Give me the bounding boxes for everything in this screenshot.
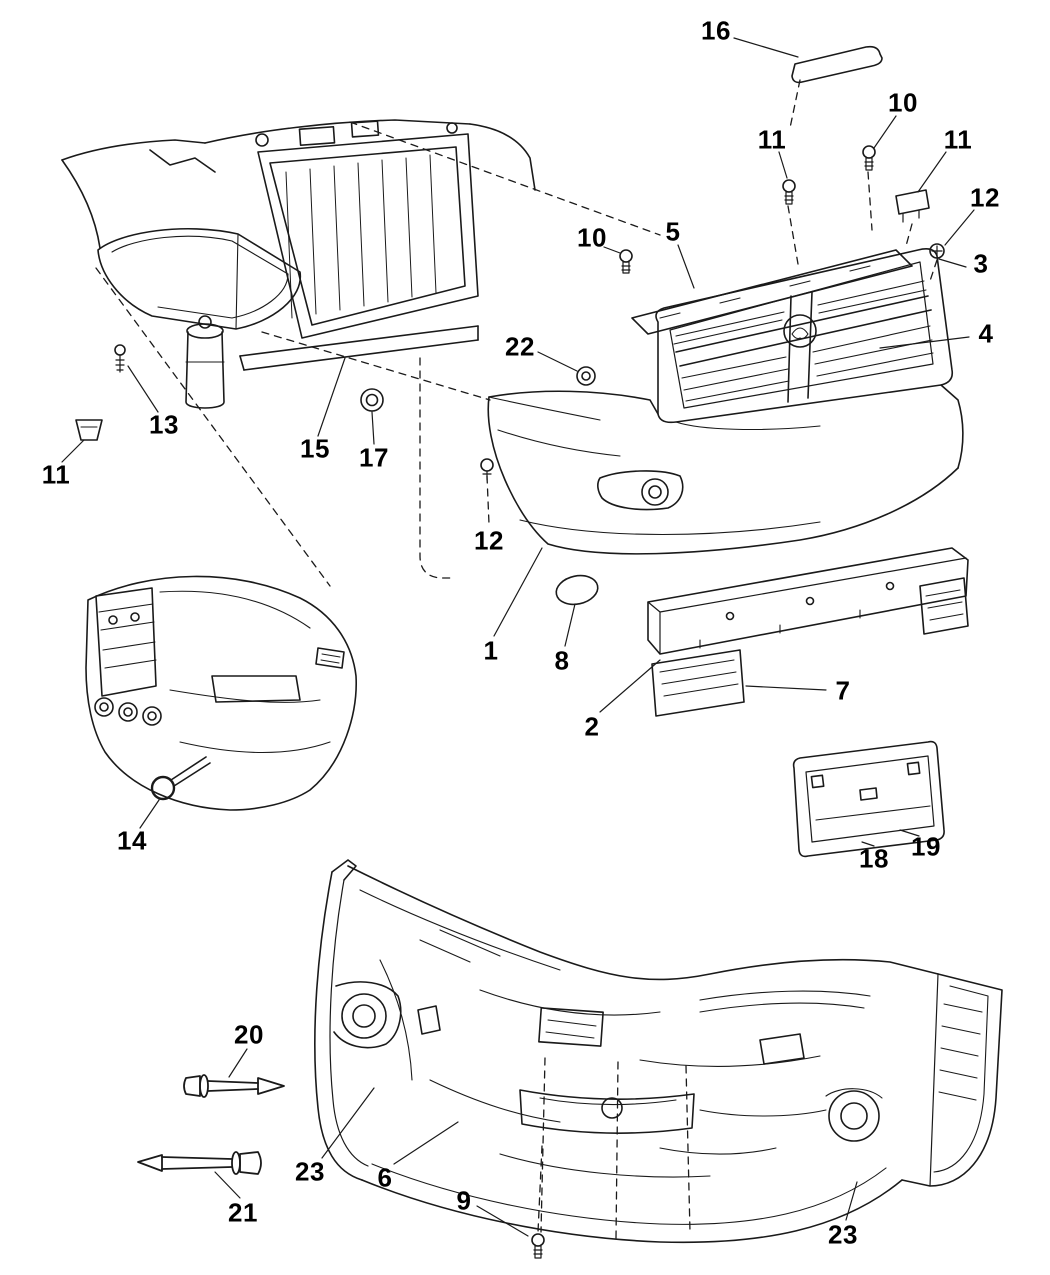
clip-11-left-icon [75, 419, 103, 441]
rivet-21-icon [137, 1151, 262, 1175]
callout-12-a: 12 [970, 182, 1000, 213]
leader-lines [61, 37, 975, 1237]
callout-11-a: 11 [757, 124, 787, 155]
grille-illustration [655, 248, 954, 424]
bolt-10-top-icon [862, 145, 876, 171]
callout-5: 5 [665, 216, 681, 247]
grommet-17-icon [360, 388, 384, 412]
bolt-9-icon [531, 1233, 545, 1259]
screw-13-icon [114, 344, 126, 373]
callout-21: 21 [228, 1197, 258, 1228]
construction-lines [95, 79, 938, 1239]
callout-7: 7 [835, 675, 851, 706]
bracket-11-right-icon [895, 189, 930, 223]
callout-23-a: 23 [295, 1156, 325, 1187]
bumper-reinforcement-illustration [647, 547, 969, 655]
callout-13: 13 [149, 409, 179, 440]
callout-20: 20 [234, 1019, 264, 1050]
callout-1: 1 [483, 635, 499, 666]
callout-16: 16 [701, 15, 731, 46]
callout-18: 18 [859, 843, 889, 874]
callout-3: 3 [973, 248, 989, 279]
front-fascia-illustration [487, 384, 964, 555]
callout-9: 9 [456, 1185, 472, 1216]
callout-11-c: 11 [41, 459, 71, 490]
callout-2: 2 [584, 711, 600, 742]
fastener-icons [480, 145, 945, 1259]
callout-22: 22 [505, 331, 535, 362]
callout-23-b: 23 [828, 1219, 858, 1250]
callout-15: 15 [300, 433, 330, 464]
front-end-module-illustration [61, 119, 536, 441]
license-plate-bracket-illustration [792, 740, 945, 858]
callout-8: 8 [554, 645, 570, 676]
rivet-20-icon [183, 1074, 285, 1098]
bolt-10-left-icon [619, 249, 633, 274]
upper-crossmember-illustration [631, 249, 913, 335]
clip-12-left-icon [480, 458, 494, 481]
callout-6: 6 [377, 1162, 393, 1193]
callout-19: 19 [911, 831, 941, 862]
push-rivet-icons [137, 1074, 285, 1175]
callout-4: 4 [978, 318, 994, 349]
callout-10-b: 10 [577, 222, 607, 253]
callout-11-b: 11 [943, 124, 973, 155]
molding-strip-illustration [791, 45, 883, 84]
callout-14: 14 [117, 825, 147, 856]
plug-cap-illustration [555, 574, 599, 606]
grommet-22-icon [576, 366, 596, 386]
bolt-11-icon [782, 179, 796, 205]
callout-10-a: 10 [888, 87, 918, 118]
energy-absorber-illustration [651, 577, 969, 717]
instrument-panel-illustration [85, 575, 357, 811]
callout-12-b: 12 [474, 525, 504, 556]
callout-17: 17 [359, 442, 389, 473]
tow-hook-icon [150, 756, 211, 801]
lower-fascia-illustration [314, 859, 1003, 1244]
